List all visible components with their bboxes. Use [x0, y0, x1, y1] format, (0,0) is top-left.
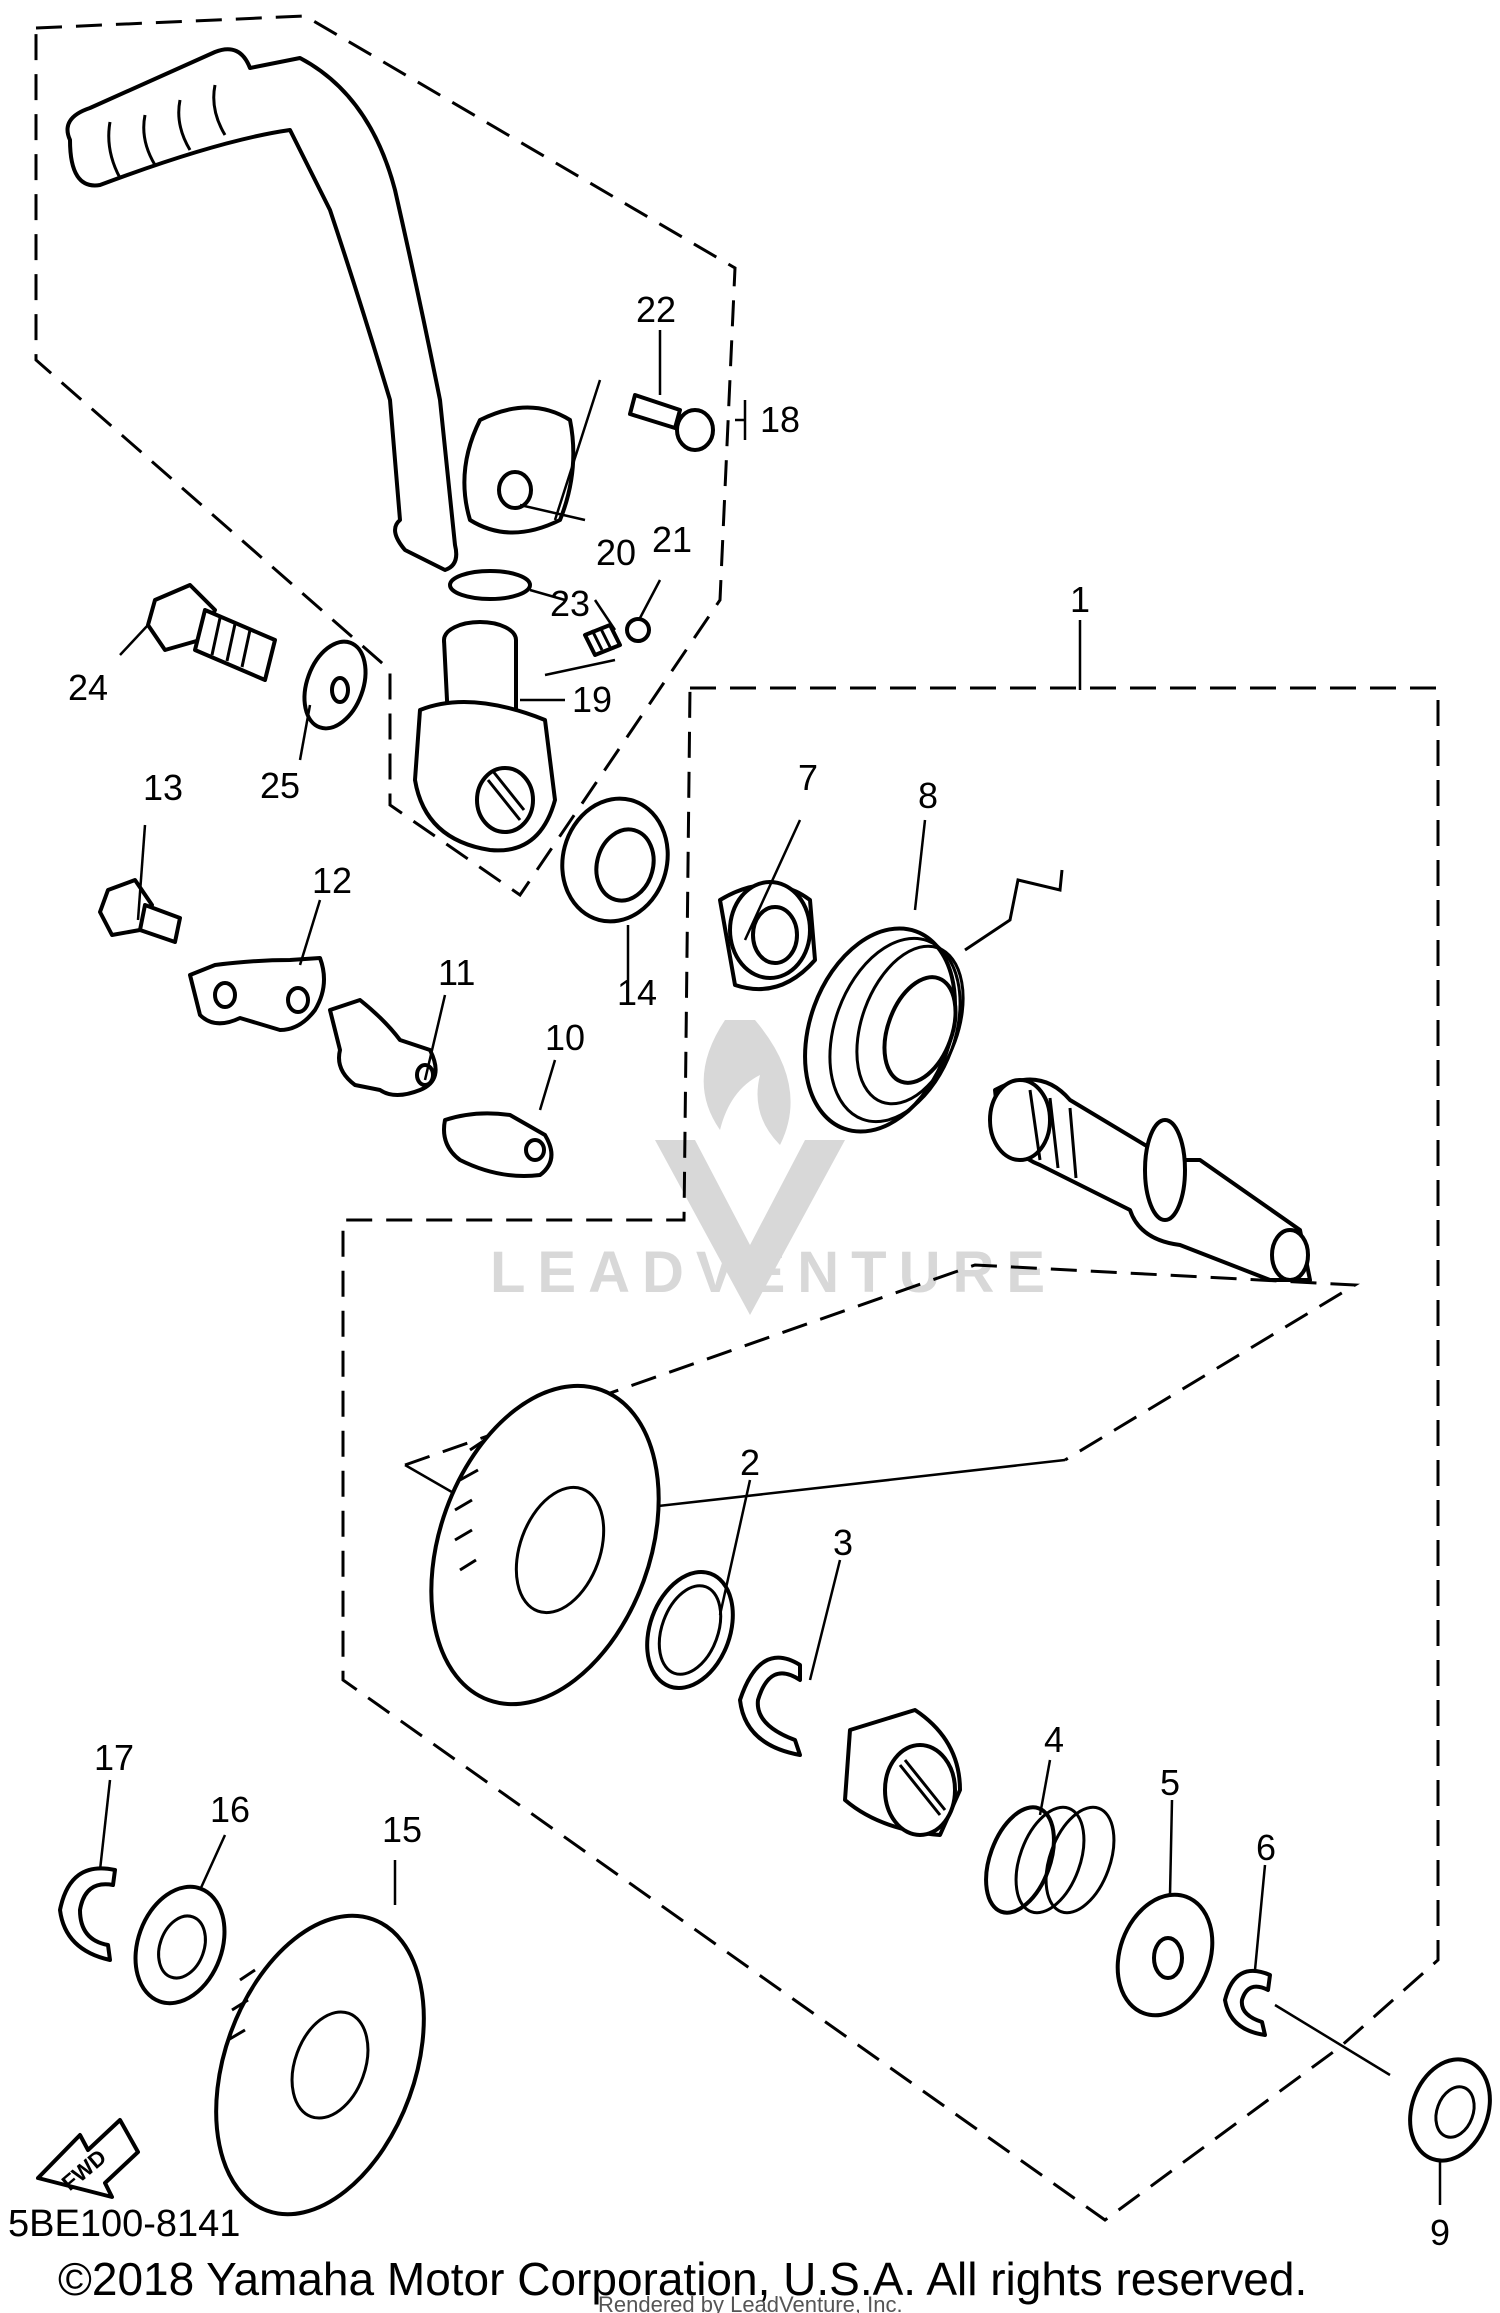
fwd-arrow-icon: FWD — [36, 2118, 140, 2199]
callout-25: 25 — [260, 765, 300, 806]
lever-assembly-boundary — [34, 14, 737, 898]
callout-7: 7 — [798, 757, 818, 798]
circlip-23 — [448, 569, 532, 601]
guide-10 — [442, 1111, 554, 1178]
rendered-by-notice: Rendered by LeadVenture, Inc. — [598, 2292, 903, 2313]
copyright-notice: ©2018 Yamaha Motor Corporation, U.S.A. A… — [58, 2253, 1307, 2305]
bolt-13 — [98, 878, 182, 944]
lever-bolt — [628, 393, 715, 452]
plate-11 — [328, 998, 438, 1097]
washer-25 — [302, 639, 368, 731]
callout-numbers: 1 2 3 4 5 6 7 8 9 10 11 12 13 14 15 16 1… — [68, 289, 1450, 2253]
washer-9 — [1408, 2057, 1492, 2163]
circlip-17 — [58, 1866, 117, 1962]
plate-12 — [188, 956, 326, 1032]
kick-gear — [429, 1383, 661, 1707]
callout-19: 19 — [572, 679, 612, 720]
gear-guide-box — [404, 1263, 1360, 1467]
callout-18: 18 — [760, 399, 800, 440]
diagram-code: 5BE100-8141 — [8, 2203, 240, 2245]
leader-lines — [98, 330, 1442, 2205]
kick-axle-assembly-boundary — [341, 686, 1440, 2222]
callout-1: 1 — [1070, 579, 1090, 620]
ball-21 — [625, 617, 651, 643]
oil-seal-14 — [560, 796, 670, 924]
callout-22: 22 — [636, 289, 676, 330]
callout-14: 14 — [617, 972, 657, 1013]
callout-5: 5 — [1160, 1762, 1180, 1803]
circlip-6 — [1223, 1969, 1272, 2037]
callout-9: 9 — [1430, 2212, 1450, 2253]
washer-16 — [133, 1884, 227, 2006]
callout-2: 2 — [740, 1442, 760, 1483]
callout-16: 16 — [210, 1789, 250, 1830]
callout-10: 10 — [545, 1017, 585, 1058]
callout-13: 13 — [143, 767, 183, 808]
circlip-3 — [738, 1655, 802, 1757]
callout-3: 3 — [833, 1522, 853, 1563]
spring-4 — [984, 1805, 1116, 1915]
callout-20: 20 — [596, 532, 636, 573]
callout-8: 8 — [918, 775, 938, 816]
callout-12: 12 — [312, 860, 352, 901]
torsion-spring-8 — [803, 869, 1064, 1134]
leadventure-logo-icon — [655, 1020, 845, 1315]
watermark-text: LEADVENTURE — [490, 1240, 1057, 1305]
kick-lever — [65, 47, 576, 572]
callout-15: 15 — [382, 1809, 422, 1850]
callout-23: 23 — [550, 583, 590, 624]
ratchet — [843, 1708, 962, 1837]
idle-gear-15 — [214, 1913, 426, 2217]
callout-17: 17 — [94, 1737, 134, 1778]
collar-7 — [718, 880, 817, 992]
callout-21: 21 — [652, 519, 692, 560]
callout-4: 4 — [1044, 1719, 1064, 1760]
kick-axle — [988, 1077, 1312, 1282]
callout-24: 24 — [68, 667, 108, 708]
callout-11: 11 — [438, 952, 475, 993]
washer-2 — [645, 1569, 735, 1691]
callout-6: 6 — [1256, 1827, 1276, 1868]
bolt-24 — [146, 583, 277, 682]
kick-boss — [413, 620, 557, 853]
